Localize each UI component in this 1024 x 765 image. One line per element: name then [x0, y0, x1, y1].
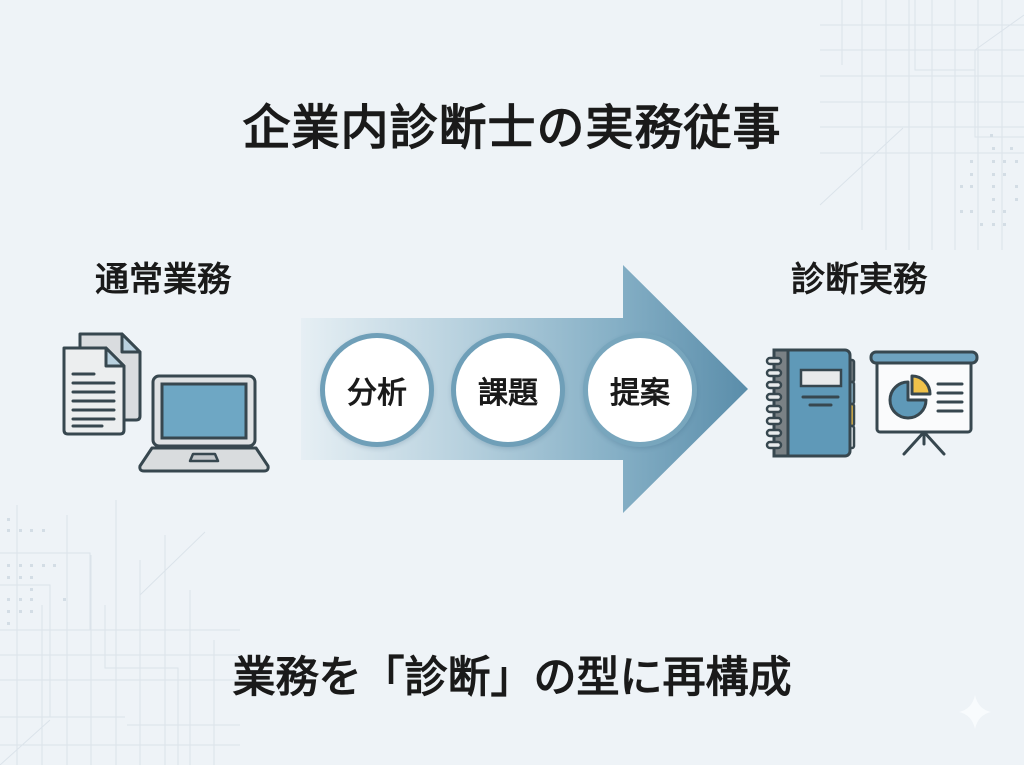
normal-work-label: 通常業務: [95, 260, 231, 300]
diagnosis-work-label: 診断実務: [791, 260, 927, 300]
summary-caption: 業務を「診断」の型に再構成: [232, 653, 792, 703]
documents-icon: [62, 332, 142, 436]
step-issues: 課題: [451, 333, 565, 447]
notebook-icon: [765, 348, 856, 458]
step-analysis: 分析: [320, 333, 434, 447]
laptop-icon: [138, 374, 270, 473]
page-title: 企業内診断士の実務従事: [242, 100, 782, 156]
presentation-board-icon: [869, 350, 979, 456]
step-proposal: 提案: [583, 333, 697, 447]
